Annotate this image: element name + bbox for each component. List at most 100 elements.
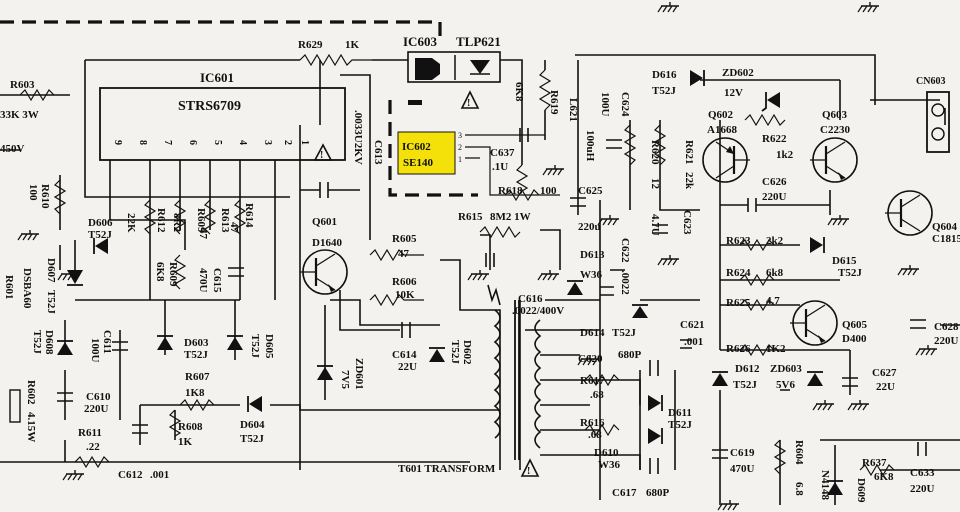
label-r617: R617 xyxy=(580,375,605,387)
label-r609: R609 xyxy=(195,208,207,233)
diode-icon xyxy=(227,335,243,350)
capacitor-icon xyxy=(652,224,668,234)
label-c613-value: .0033U2KV xyxy=(352,110,364,165)
zener-diode-icon xyxy=(761,92,780,112)
label-r624: R624 xyxy=(726,267,751,279)
label-d613: D613 xyxy=(580,249,605,261)
label-c611: C611 xyxy=(101,330,113,354)
ic603-name: IC603 xyxy=(403,34,437,49)
resistor-icon xyxy=(203,199,217,235)
label-c619-value: 470U xyxy=(730,463,755,475)
label-c624-value: 100U xyxy=(599,92,611,117)
label-r611-value: .22 xyxy=(86,441,100,453)
wires xyxy=(0,54,960,505)
label-c616-value: .0022/400V xyxy=(512,305,564,317)
resistor-icon xyxy=(369,248,424,262)
label-d607: D607 xyxy=(45,258,57,283)
ic602: IC602 SE140 3 2 1 xyxy=(397,131,560,196)
label-r603: R603 xyxy=(10,79,35,91)
label-r615: R615 xyxy=(458,211,483,223)
resistor-icon xyxy=(369,293,424,307)
resistor-icon xyxy=(739,343,775,357)
label-r624-value: 6k8 xyxy=(766,267,784,279)
label-d603-value: T52J xyxy=(184,349,208,361)
label-c617-value: 680P xyxy=(646,487,670,499)
label-d615-value: T52J xyxy=(838,267,862,279)
label-q603-value: C2230 xyxy=(820,124,850,136)
label-r621: R621 xyxy=(683,140,695,164)
capacitor-icon xyxy=(712,449,728,459)
label-r619: R619 xyxy=(548,90,560,115)
ic603: IC603 TLP621 ! xyxy=(403,34,501,109)
label-zd603: ZD603 xyxy=(770,363,802,375)
diode-icon xyxy=(157,335,173,350)
label-d605-value: T52J xyxy=(249,334,261,358)
ic601-pin-9: 9 xyxy=(112,140,123,145)
label-d613-value: W36 xyxy=(580,269,603,281)
diode-icon xyxy=(810,237,825,253)
label-r614-value: 47 xyxy=(228,222,240,234)
ic601-pins: 9 8 7 6 5 4 3 2 1 xyxy=(112,140,310,145)
label-d612-value: T52J xyxy=(733,379,757,391)
diode-icon xyxy=(57,340,73,355)
label-c615-value: 470U xyxy=(197,268,209,293)
label-c610: C610 xyxy=(86,391,111,403)
resistor-icon xyxy=(143,199,157,235)
label-c626: C626 xyxy=(762,176,787,188)
resistor-icon xyxy=(74,455,110,469)
label-zd602: ZD602 xyxy=(722,67,754,79)
ic601-pin-7: 7 xyxy=(162,140,173,145)
diode-icon xyxy=(648,428,663,444)
resistor-icon xyxy=(9,389,21,423)
npn-transistor-icon xyxy=(810,137,858,183)
resistor-icon xyxy=(584,373,620,387)
label-r618-value: 100 xyxy=(540,185,557,197)
label-c614-value: 22U xyxy=(398,361,417,373)
label-d614: D614 xyxy=(580,327,605,339)
transformer-label: T601 TRANSFORM xyxy=(398,463,496,475)
label-r602-value: 4.15W xyxy=(25,412,37,442)
label-c611-value: 100U xyxy=(89,338,101,363)
label-d611: D611 xyxy=(668,407,692,419)
capacitor-icon xyxy=(112,341,128,351)
resistor-icon xyxy=(173,199,187,235)
label-q601-value: D1640 xyxy=(312,237,342,249)
label-r622-value: 1k2 xyxy=(776,149,794,161)
label-c617: C617 xyxy=(612,487,637,499)
label-q602-value: A1668 xyxy=(707,124,737,136)
label-r637: R637 xyxy=(862,457,887,469)
svg-text:!: ! xyxy=(527,466,530,477)
label-r608-value: 1K xyxy=(178,436,193,448)
capacitor-icon xyxy=(649,458,659,474)
ic602-part: SE140 xyxy=(403,157,433,169)
label-d616-value: T52J xyxy=(652,85,676,97)
label-q604-value: C1815 xyxy=(932,233,960,245)
label-c628: C628 xyxy=(934,321,959,333)
label-c623-value: 4.7U xyxy=(649,214,661,236)
label-c637-value: .1U xyxy=(492,161,508,173)
label-l621-value: 100uH xyxy=(584,130,596,162)
isolation-boundary-ic602 xyxy=(388,100,478,197)
resistor-icon xyxy=(504,188,540,202)
label-r608: R608 xyxy=(178,421,203,433)
label-q605: Q605 xyxy=(842,319,868,331)
label-c625: C625 xyxy=(578,185,603,197)
label-r609-value: 8R2 xyxy=(171,213,183,232)
label-c626-value: 220U xyxy=(762,191,787,203)
resistor-icon xyxy=(859,463,895,477)
label-d609: D609 xyxy=(855,478,867,503)
resistor-icon xyxy=(538,69,552,111)
resistor-icon xyxy=(584,423,620,437)
label-r612: R612 xyxy=(155,208,167,233)
label-c627-value: 22U xyxy=(876,381,895,393)
npn-transistor-icon xyxy=(790,300,838,346)
label-c620: C620 xyxy=(578,353,603,365)
diodes xyxy=(57,70,843,495)
resistor-icon xyxy=(179,398,215,412)
warning-triangle-icon: ! xyxy=(313,143,333,161)
resistor-icon xyxy=(744,113,786,127)
label-c624: C624 xyxy=(619,92,631,117)
ic601-pin-8: 8 xyxy=(137,140,148,145)
resistor-icon xyxy=(233,199,247,235)
